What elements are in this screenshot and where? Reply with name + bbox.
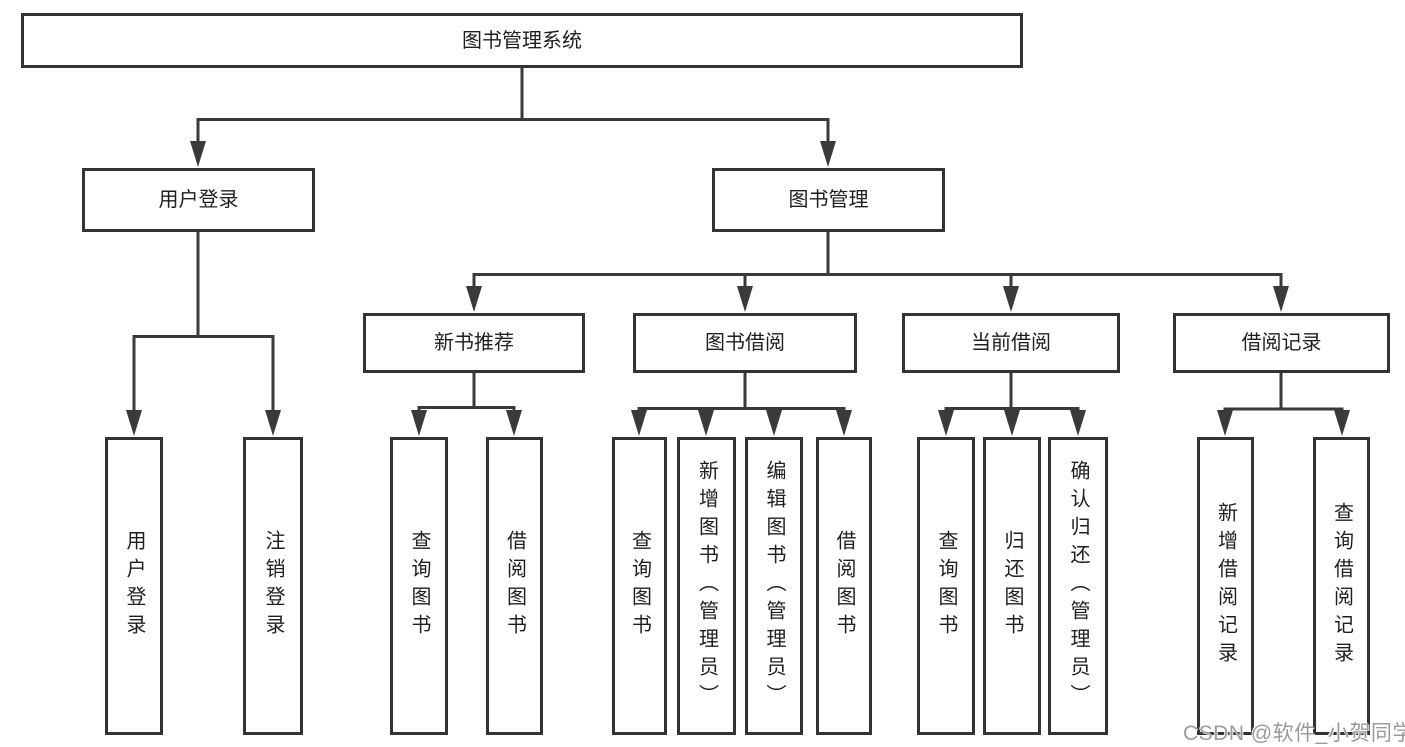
node-borrow-records: 借阅记录 [1173, 313, 1390, 373]
node-leaf-add-borrow-record: 新增借阅记录 [1197, 437, 1254, 735]
node-leaf-bor-edit-books-admin: 编辑图书（管理员） [745, 437, 803, 735]
csdn-watermark: CSDN @软件_小贺同学 [1183, 722, 1405, 745]
node-leaf-logout: 注销登录 [243, 437, 303, 735]
node-leaf-bor-query-books: 查询图书 [612, 437, 667, 735]
node-new-book-recommend: 新书推荐 [363, 313, 585, 373]
node-library-management-system: 图书管理系统 [21, 13, 1023, 68]
node-current-borrowing: 当前借阅 [902, 313, 1120, 373]
node-leaf-cur-query-books: 查询图书 [917, 437, 975, 735]
node-leaf-bor-add-books-admin: 新增图书（管理员） [677, 437, 736, 735]
node-leaf-query-borrow-record: 查询借阅记录 [1313, 437, 1370, 735]
node-leaf-bor-borrow-books: 借阅图书 [816, 437, 872, 735]
node-user-login-branch: 用户登录 [82, 168, 315, 232]
connector-arrowheads [126, 141, 1350, 436]
node-leaf-cur-return-books: 归还图书 [983, 437, 1041, 735]
node-leaf-user-login: 用户登录 [105, 437, 163, 735]
node-leaf-cur-confirm-return-admin: 确认归还（管理员） [1048, 437, 1108, 735]
node-leaf-rec-query-books: 查询图书 [390, 437, 448, 735]
node-book-management-branch: 图书管理 [712, 168, 945, 232]
node-book-borrowing: 图书借阅 [633, 313, 857, 373]
node-leaf-rec-borrow-books: 借阅图书 [486, 437, 543, 735]
